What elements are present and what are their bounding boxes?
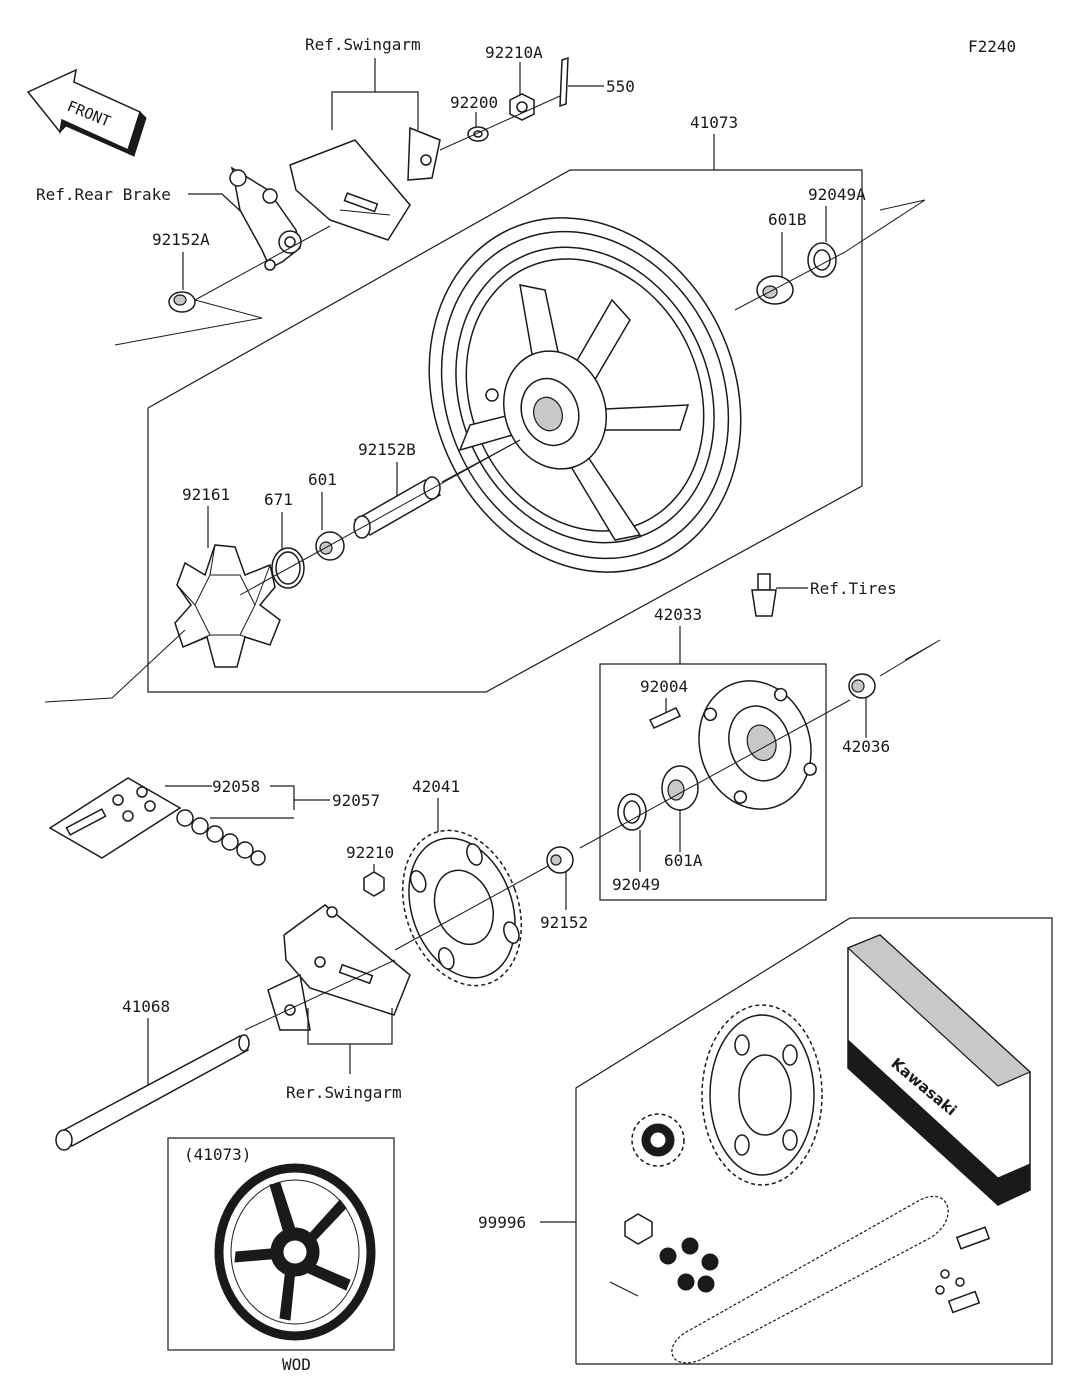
nut-92210: 92210	[346, 843, 394, 897]
label-601: 601	[308, 470, 337, 489]
label-92049A: 92049A	[808, 185, 866, 204]
label-601B: 601B	[768, 210, 807, 229]
label-92057: 92057	[332, 791, 380, 810]
chain-sprocket-kit: 99996 Kawasaki	[478, 917, 1053, 1365]
label-92152B: 92152B	[358, 440, 416, 459]
label-92210A: 92210A	[485, 43, 543, 62]
label-99996: 99996	[478, 1213, 526, 1232]
label-41073: 41073	[690, 113, 738, 132]
rer-swingarm-group: Rer.Swingarm	[244, 904, 411, 1102]
label-92049: 92049	[612, 875, 660, 894]
label-92152: 92152	[540, 913, 588, 932]
rear-brake-bracket: Ref.Rear Brake	[36, 166, 302, 271]
wheel-assembly: 41073	[147, 113, 863, 693]
chain-joint-group: 92058 92057	[48, 777, 380, 866]
axle-hardware-top: 92200 92210A 550	[439, 43, 635, 151]
label-41068: 41068	[122, 997, 170, 1016]
label-92210: 92210	[346, 843, 394, 862]
ref-rear-brake-label: Ref.Rear Brake	[36, 185, 171, 204]
collar-42036: 42036	[842, 639, 941, 756]
inset-caption: WOD	[282, 1355, 311, 1374]
label-42041: 42041	[412, 777, 460, 796]
label-42036: 42036	[842, 737, 890, 756]
label-550: 550	[606, 77, 635, 96]
label-92152A: 92152A	[152, 230, 210, 249]
bearing-seal-right: 601B 92049A	[734, 185, 926, 311]
inset-title: (41073)	[184, 1145, 251, 1164]
label-92058: 92058	[212, 777, 260, 796]
label-92161: 92161	[182, 485, 230, 504]
ref-swingarm-group: Ref.Swingarm	[289, 35, 441, 241]
damper-92161: 92161	[44, 439, 521, 703]
figure-code: F2240	[968, 37, 1016, 56]
label-601A: 601A	[664, 851, 703, 870]
label-42033: 42033	[654, 605, 702, 624]
label-92200: 92200	[450, 93, 498, 112]
rer-swingarm-label: Rer.Swingarm	[286, 1083, 402, 1102]
bearing-601: 601	[308, 470, 345, 561]
front-arrow-icon: FRONT	[26, 68, 147, 157]
valve-ref-tires: Ref.Tires	[751, 573, 897, 617]
ref-swingarm-label: Ref.Swingarm	[305, 35, 421, 54]
label-671: 671	[264, 490, 293, 509]
rear-sprocket-42041: 42041	[394, 777, 551, 987]
collar-92152A: 92152A	[114, 225, 331, 346]
ref-tires-label: Ref.Tires	[810, 579, 897, 598]
inset-wheel-panel: (41073) WOD	[167, 1137, 395, 1374]
collar-92152: 92152	[540, 846, 588, 932]
label-92004: 92004	[640, 677, 688, 696]
axle-41068: 41068	[55, 997, 250, 1151]
sprocket-carrier-group: 42033 92004 601A 92049	[579, 605, 851, 901]
